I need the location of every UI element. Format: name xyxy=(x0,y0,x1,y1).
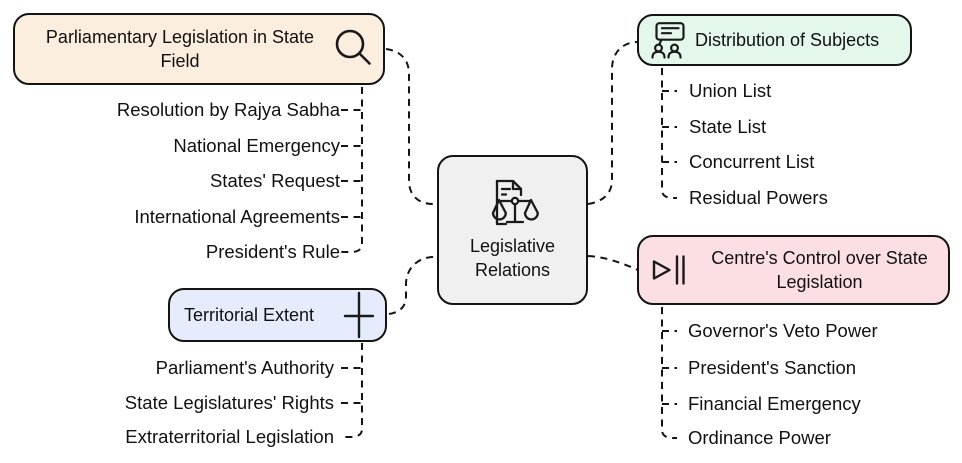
child-node-concurrent-list[interactable]: Concurrent List xyxy=(689,151,815,172)
child-node-parliaments-authority[interactable]: Parliament's Authority xyxy=(155,357,334,378)
branch-title: Distribution of Subjects xyxy=(695,30,880,50)
child-node-presidents-rule[interactable]: President's Rule xyxy=(205,241,340,262)
child-node-union-list[interactable]: Union List xyxy=(689,80,772,101)
connector-topright-spine xyxy=(661,68,677,199)
connector-bottomleft-spine xyxy=(341,343,363,438)
document-scales-icon xyxy=(484,179,542,229)
child-node-national-emergency[interactable]: National Emergency xyxy=(173,135,340,156)
branch-node-distribution-of-subjects[interactable]: Distribution of Subjects xyxy=(637,14,912,66)
child-node-presidents-sanction[interactable]: President's Sanction xyxy=(688,357,857,378)
branch-title: Centre's Control over State Legislation xyxy=(711,248,928,292)
child-node-state-list[interactable]: State List xyxy=(689,116,767,137)
center-node-legislative-relations[interactable]: Legislative Relations xyxy=(437,155,588,305)
discussion-icon xyxy=(651,21,685,59)
magnifier-icon xyxy=(333,29,373,69)
branch-node-parliamentary-legislation[interactable]: Parliamentary Legislation in State Field xyxy=(13,13,385,85)
child-node-resolution-by-rajya-sabha[interactable]: Resolution by Rajya Sabha xyxy=(116,99,340,120)
plus-icon xyxy=(343,291,375,339)
child-node-states-request[interactable]: States' Request xyxy=(209,170,340,191)
connector-topleft-spine xyxy=(341,87,363,253)
connector-topleft-main xyxy=(385,48,438,205)
branch-node-territorial-extent[interactable]: Territorial Extent xyxy=(168,288,387,342)
child-node-governors-veto-power[interactable]: Governor's Veto Power xyxy=(688,320,878,341)
child-node-state-legislatures-rights[interactable]: State Legislatures' Rights xyxy=(124,392,334,413)
connector-bottomright-spine xyxy=(661,307,677,439)
connector-bottomleft-main xyxy=(388,256,438,315)
branch-title: Parliamentary Legislation in State Field xyxy=(45,27,315,71)
branch-title: Territorial Extent xyxy=(184,305,315,325)
child-node-financial-emergency[interactable]: Financial Emergency xyxy=(688,393,861,414)
connector-topright-main xyxy=(587,41,638,205)
play-pause-icon xyxy=(651,254,689,286)
child-node-international-agreements[interactable]: International Agreements xyxy=(134,206,340,227)
child-node-extraterritorial-legislation[interactable]: Extraterritorial Legislation xyxy=(125,426,334,447)
branch-node-centres-control[interactable]: Centre's Control over State Legislation xyxy=(637,235,950,305)
child-node-residual-powers[interactable]: Residual Powers xyxy=(689,187,828,208)
center-node-label: Legislative Relations xyxy=(469,235,556,280)
child-node-ordinance-power[interactable]: Ordinance Power xyxy=(688,427,831,448)
connector-bottomright-main xyxy=(587,255,639,271)
